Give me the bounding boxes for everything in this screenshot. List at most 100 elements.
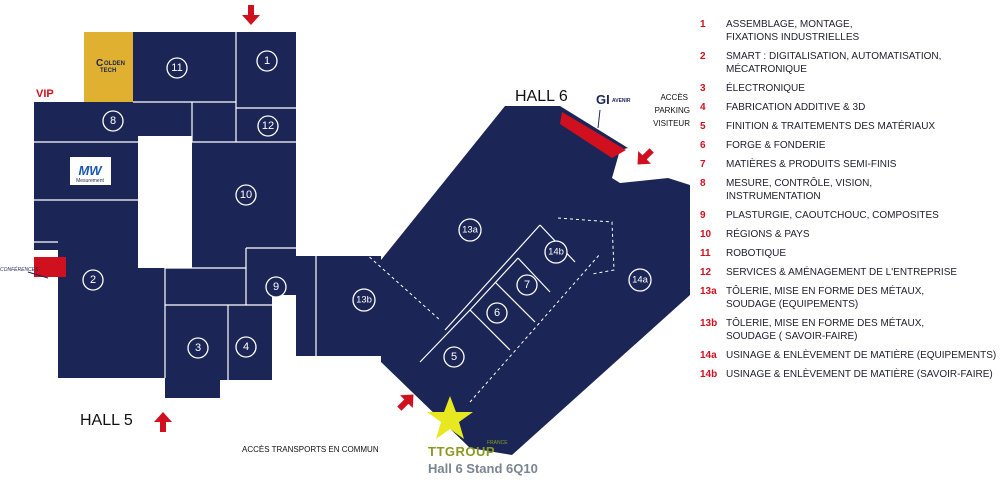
legend-item: 14b USINAGE & ENLÈVEMENT DE MATIÈRE (SAVO… xyxy=(700,368,998,381)
zone-badge-3[interactable]: 3 xyxy=(187,337,209,359)
legend-number: 14b xyxy=(700,369,718,380)
golden-tech-stand xyxy=(84,32,133,102)
legend-label: RÉGIONS & PAYS xyxy=(726,229,810,240)
golden-tech-logo: C OLDEN TECH xyxy=(96,58,125,74)
legend-number: 10 xyxy=(700,229,712,240)
zone-badge-13a[interactable]: 13a xyxy=(458,218,482,242)
arrow-left-icon xyxy=(637,148,654,165)
legend-label: ÉLECTRONIQUE xyxy=(726,83,805,94)
svg-text:14b: 14b xyxy=(548,247,564,258)
svg-text:C: C xyxy=(96,58,103,69)
legend-item: 13b TÔLERIE, MISE EN FORME DES MÉTAUX, SO… xyxy=(700,317,998,343)
svg-text:12: 12 xyxy=(262,120,274,132)
legend-item: 1 ASSEMBLAGE, MONTAGE, FIXATIONS INDUSTRI… xyxy=(700,18,998,44)
svg-text:GI: GI xyxy=(596,92,610,107)
legend-label: SERVICES & AMÉNAGEMENT DE L'ENTREPRISE xyxy=(726,267,958,278)
access-parking-line2: PARKING xyxy=(655,106,690,115)
svg-text:7: 7 xyxy=(524,279,530,291)
legend-label: FABRICATION ADDITIVE & 3D xyxy=(726,102,866,113)
stand-location-label: Hall 6 Stand 6Q10 xyxy=(428,461,538,476)
arrow-up-icon xyxy=(154,412,172,432)
legend-number: 13b xyxy=(700,318,718,329)
svg-text:6: 6 xyxy=(494,307,500,319)
arrow-down-icon xyxy=(242,5,260,25)
zone-badge-10[interactable]: 10 xyxy=(235,184,257,206)
svg-text:11: 11 xyxy=(171,62,182,74)
zone-badge-1[interactable]: 1 xyxy=(256,50,278,72)
legend-number: 5 xyxy=(700,121,706,132)
gi-avenir-logo: GI AVENIR xyxy=(596,92,631,129)
zone-badge-5[interactable]: 5 xyxy=(443,346,465,368)
svg-text:CONFÉRENCES: CONFÉRENCES xyxy=(0,266,39,273)
zone-badge-14a[interactable]: 14a xyxy=(628,268,652,292)
legend-item: 12 SERVICES & AMÉNAGEMENT DE L'ENTREPRISE xyxy=(700,266,998,279)
legend-label: FORGE & FONDERIE xyxy=(726,140,826,151)
legend-label: MESURE, CONTRÔLE, VISION, INSTRUMENTATIO… xyxy=(726,178,873,202)
legend-item: 3 ÉLECTRONIQUE xyxy=(700,82,998,95)
svg-text:3: 3 xyxy=(195,342,201,354)
zone-badge-14b[interactable]: 14b xyxy=(544,240,568,264)
svg-text:OLDEN: OLDEN xyxy=(104,61,125,67)
legend-number: 2 xyxy=(700,51,706,62)
legend-label: TÔLERIE, MISE EN FORME DES MÉTAUX, SOUDA… xyxy=(726,286,925,310)
svg-text:5: 5 xyxy=(451,351,457,363)
legend-item: 2 SMART : DIGITALISATION, AUTOMATISATION,… xyxy=(700,50,998,76)
svg-text:14a: 14a xyxy=(632,275,649,286)
legend-number: 1 xyxy=(700,19,706,30)
zone-badge-7[interactable]: 7 xyxy=(516,274,538,296)
legend-number: 9 xyxy=(700,210,706,221)
brand-country: FRANCE xyxy=(487,440,508,446)
svg-text:8: 8 xyxy=(110,115,116,127)
zone-badge-6[interactable]: 6 xyxy=(486,302,508,324)
access-transports-label: ACCÈS TRANSPORTS EN COMMUN xyxy=(242,445,379,454)
zone-badge-8[interactable]: 8 xyxy=(102,110,124,132)
svg-text:AVENIR: AVENIR xyxy=(612,98,631,104)
legend-label: SMART : DIGITALISATION, AUTOMATISATION, … xyxy=(726,51,942,75)
sector-legend: 1 ASSEMBLAGE, MONTAGE, FIXATIONS INDUSTRI… xyxy=(700,18,998,387)
legend-item: 10 RÉGIONS & PAYS xyxy=(700,228,998,241)
legend-item: 8 MESURE, CONTRÔLE, VISION, INSTRUMENTATI… xyxy=(700,177,998,203)
legend-number: 4 xyxy=(700,102,706,113)
zone-badges: 11 1 12 8 10 2 9 3 4 13b 13a 14b 14a 7 6… xyxy=(82,50,652,368)
gi-avenir-stand xyxy=(560,112,626,158)
hall-5-area xyxy=(34,32,296,398)
legend-label: ASSEMBLAGE, MONTAGE, FIXATIONS INDUSTRIE… xyxy=(726,19,860,43)
legend-label: TÔLERIE, MISE EN FORME DES MÉTAUX, SOUDA… xyxy=(726,318,925,342)
svg-text:MW: MW xyxy=(78,163,103,178)
access-parking-line3: VISITEUR xyxy=(653,119,690,128)
svg-text:Mesurement: Mesurement xyxy=(76,178,104,184)
zone-badge-2[interactable]: 2 xyxy=(82,269,104,291)
legend-number: 8 xyxy=(700,178,706,189)
zone-badge-11[interactable]: 11 xyxy=(166,57,188,79)
svg-text:4: 4 xyxy=(243,341,249,353)
legend-label: USINAGE & ENLÈVEMENT DE MATIÈRE (SAVOIR-… xyxy=(726,369,993,380)
legend-number: 11 xyxy=(700,248,711,259)
svg-text:9: 9 xyxy=(273,281,279,293)
legend-label: PLASTURGIE, CAOUTCHOUC, COMPOSITES xyxy=(726,210,939,221)
hall-5-courtyard xyxy=(138,136,192,268)
svg-text:10: 10 xyxy=(240,189,252,201)
legend-label: FINITION & TRAITEMENTS DES MATÉRIAUX xyxy=(726,121,936,132)
legend-number: 3 xyxy=(700,83,706,94)
conferences-stand: CONFÉRENCES xyxy=(0,257,66,279)
stand-star-icon[interactable] xyxy=(427,396,473,439)
mw-measurement-logo: MW Mesurement xyxy=(70,157,111,185)
hall-5-label: HALL 5 xyxy=(80,412,133,429)
legend-item: 9 PLASTURGIE, CAOUTCHOUC, COMPOSITES xyxy=(700,209,998,222)
legend-label: MATIÈRES & PRODUITS SEMI-FINIS xyxy=(726,159,897,170)
svg-text:13a: 13a xyxy=(462,225,479,236)
access-parking-line1: ACCÈS xyxy=(660,93,688,102)
zone-badge-13b[interactable]: 13b xyxy=(352,288,376,312)
svg-text:13b: 13b xyxy=(356,295,372,306)
zone-badge-4[interactable]: 4 xyxy=(235,336,257,358)
legend-number: 12 xyxy=(700,267,712,278)
vip-label: VIP xyxy=(36,88,54,100)
zone-badge-9[interactable]: 9 xyxy=(265,276,287,298)
legend-label: USINAGE & ENLÈVEMENT DE MATIÈRE (EQUIPEM… xyxy=(726,350,997,361)
zone-badge-12[interactable]: 12 xyxy=(257,115,279,137)
arrow-diagonal-icon xyxy=(397,394,414,411)
